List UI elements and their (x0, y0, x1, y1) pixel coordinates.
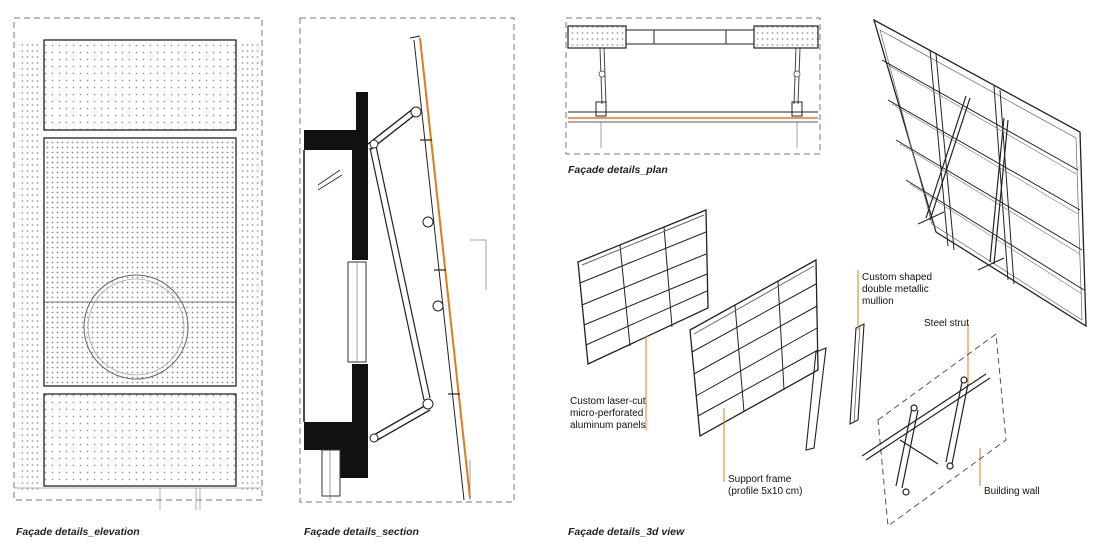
annotation-frame-line-1: Support frame (728, 474, 792, 485)
view3d-panel-group (577, 209, 709, 365)
elevation-circle-motif-inner (87, 278, 185, 376)
section-strut-lower (371, 403, 429, 437)
plan-drawing (565, 17, 821, 155)
annotation-wall: Building wall (984, 486, 1040, 497)
section-dashed-frame (299, 17, 515, 503)
section-drawing (299, 17, 515, 503)
elevation-panel-middle (43, 137, 237, 387)
view3d-building-wall (877, 333, 1007, 527)
plan-wall-right (753, 25, 819, 49)
section-wall-upper (304, 92, 368, 260)
annotation-panels-line-1: Custom laser-cut (570, 396, 646, 407)
caption-elevation: Façade details_elevation (16, 526, 140, 538)
annotation-frame: Support frame (profile 5x10 cm) (728, 474, 802, 498)
section-support-frame (369, 147, 425, 401)
elevation-side-column-right (238, 40, 260, 492)
elevation-drawing (13, 17, 263, 510)
view3d-assembled-facade (872, 18, 1087, 328)
view3d-steel-strut (861, 373, 991, 496)
section-wall-lower (304, 364, 368, 478)
view3d-drawing (577, 209, 1007, 527)
view3d-mullion-double (849, 323, 865, 425)
caption-plan: Façade details_plan (568, 164, 668, 176)
elevation-panel-top (43, 39, 237, 131)
elevation-side-column-left (18, 40, 42, 492)
section-cladding (419, 37, 471, 499)
section-bolt (410, 106, 422, 118)
elevation-dashed-frame (13, 17, 263, 501)
annotation-mullion-line-3: mullion (862, 296, 894, 307)
elevation-circle-motif (83, 274, 189, 380)
annotation-strut: Steel strut (924, 318, 970, 329)
annotation-mullion: Custom shaped double metallic mullion (862, 272, 932, 308)
annotation-panels-line-3: aluminum panels (570, 420, 646, 431)
view3d-support-frame (689, 258, 819, 438)
plan-wall-left (567, 25, 627, 49)
annotation-mullion-line-1: Custom shaped (862, 272, 933, 283)
view3d-mullion-single (805, 347, 827, 451)
plan-dashed-frame (565, 17, 821, 155)
section-strut-upper (367, 107, 415, 145)
annotation-mullion-line-2: double metallic (862, 284, 929, 295)
annotation-frame-line-2: (profile 5x10 cm) (728, 486, 803, 497)
caption-3d-view: Façade details_3d view (568, 526, 685, 538)
caption-section: Façade details_section (304, 526, 419, 538)
elevation-panel-bottom (43, 393, 237, 487)
annotation-panels-line-2: micro-perforated (570, 408, 644, 419)
annotation-panels: Custom laser-cut micro-perforated alumin… (570, 396, 646, 432)
